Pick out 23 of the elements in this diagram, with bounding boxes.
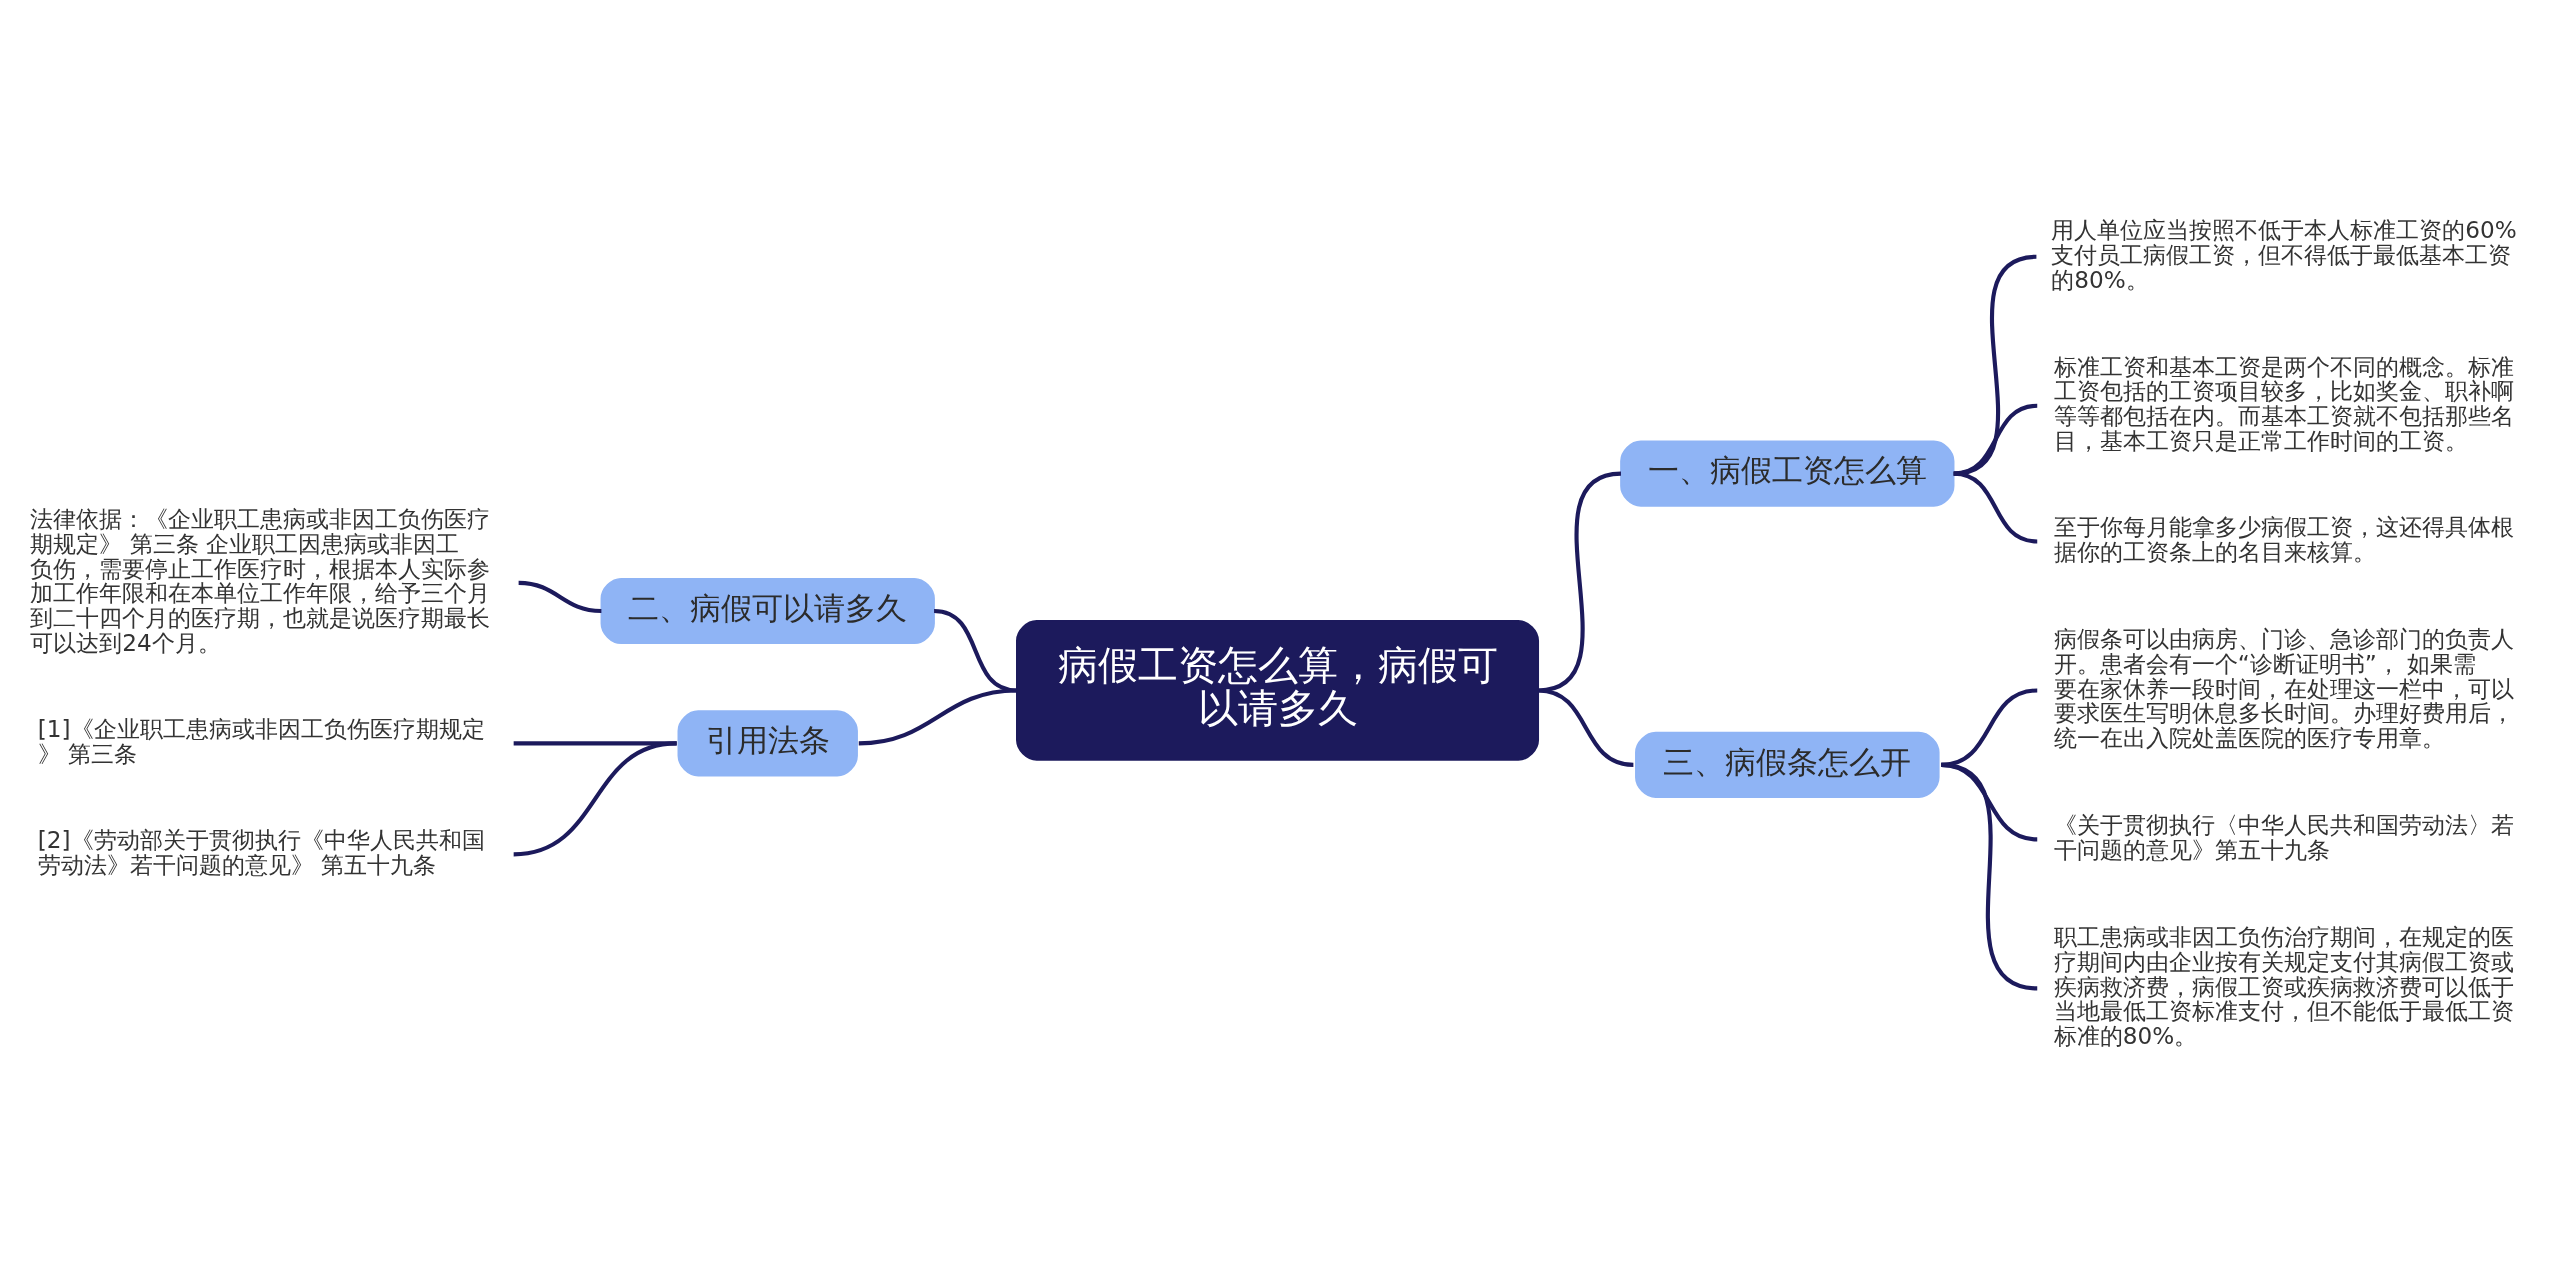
node-text: 病假条可以由病房、门诊、急诊部门的负责人开。患者会有一个“诊断证明书”， 如果需要在家休养一段时间，在处理这一栏中，可以要求医生写明休息多长时间。办理好费用后，统一在出入院处盖医院的医疗专用章。 [2053, 624, 2514, 751]
connector [1940, 762, 2038, 990]
connector [518, 580, 602, 613]
node-box: 一、病假工资怎么算 [1620, 440, 1955, 507]
node-text: [1]《企业职工患病或非因工负伤医疗期规定》 第三条 [37, 714, 485, 767]
connector [1953, 471, 2038, 544]
connector [1537, 687, 1634, 767]
node-box: 病假工资怎么算，病假可以请多久 [1016, 619, 1540, 761]
connector [858, 687, 1017, 745]
node-text: 用人单位应当按照不低于本人标准工资的60%支付员工病假工资，但不得低于最低基本工资的80%。 [2051, 215, 2517, 293]
node-text: 《关于贯彻执行〈中华人民共和国劳动法〉若干问题的意见》第五十九条 [2053, 810, 2514, 863]
node-box: 二、病假可以请多久 [600, 577, 935, 644]
node-text: 至于你每月能拿多少病假工资，这还得具体根据你的工资条上的名目来核算。 [2053, 512, 2514, 565]
node-box: 引用法条 [677, 709, 858, 777]
connector [1953, 254, 2037, 476]
node-text: 标准工资和基本工资是两个不同的概念。标准工资包括的工资项目较多，比如奖金、职补啊等等都包括在内。而基本工资就不包括那些名目，基本工资只是正常工作时间的工资。 [2053, 352, 2514, 454]
node-text: 法律依据：《企业职工患病或非因工负伤医疗期规定》 第三条 企业职工因患病或非因工负伤，需要停止工作医疗时，根据本人实际参加工作年限和在本单位工作年限，给予三个月到二十四个月的医疗期，也就是说医疗期最长可以达到24个月。 [30, 504, 491, 656]
connector [1537, 471, 1622, 692]
node-box: 三、病假条怎么开 [1635, 731, 1940, 798]
node-text: [2]《劳动部关于贯彻执行《中华人民共和国劳动法》若干问题的意见》 第五十九条 [37, 825, 485, 878]
connector [513, 740, 677, 856]
connector [1953, 403, 2038, 476]
node-text: 职工患病或非因工负伤治疗期间，在规定的医疗期间内由企业按有关规定支付其病假工资或疾病救济费，病假工资或疾病救济费可以低于当地最低工资标准支付，但不能低于最低工资标准的80%。 [2053, 922, 2514, 1049]
